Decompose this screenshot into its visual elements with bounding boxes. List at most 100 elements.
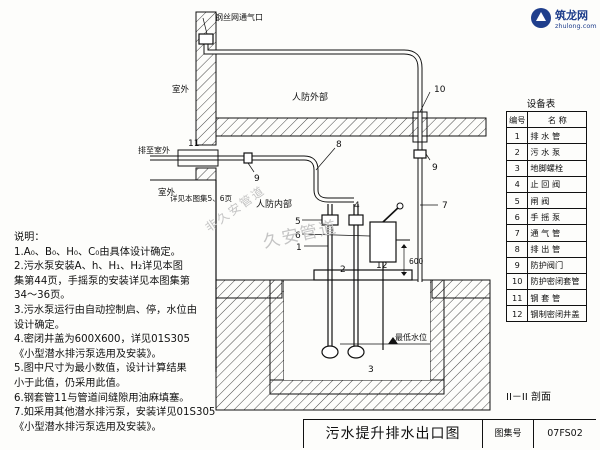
row-number: 4 [505,175,529,193]
row-name: 钢 套 管 [527,289,588,307]
outer-wall-lower [195,167,217,181]
notes-line: 集第44页，手摇泵的安装详见本图集第 [14,275,190,287]
logo-site: zhulong.com [555,22,597,30]
row-name: 排 水 管 [527,127,588,145]
callout-6: 6 [295,231,301,241]
label-outdoor-a: 室外 [172,84,190,95]
row-name: 防护阀门 [527,256,588,274]
row-name: 通 气 管 [527,224,588,242]
row-number: 1 [505,127,529,145]
label-low-water: 最低水位 [395,332,427,342]
equipment-table-title: 设备表 [526,99,556,110]
row-number: 6 [505,208,529,226]
notes-heading: 说明： [14,232,45,243]
valve-9-vent [413,149,427,159]
roof-slab [215,117,487,137]
foundation [215,297,491,411]
row-name: 防护密闭套管 [527,272,588,291]
col-number: 编号 [505,110,529,129]
vent-cap [198,33,214,45]
site-logo: 筑龙网 zhulong.com [530,4,597,34]
row-name: 污 水 泵 [527,143,588,161]
row-number: 10 [505,272,529,291]
row-number: 2 [505,143,529,161]
valve-9-discharge [243,152,253,164]
pit-wall-left [269,279,285,381]
callout-leaders [247,91,438,247]
check-valve-4 [348,214,364,226]
drawing-title: 污水提升排水出口图 [304,420,483,448]
callout-11: 11 [188,139,199,149]
notes-line: 2.污水泵安装A、h、H₁、H₂详见本图 [14,261,183,273]
notes-line: 1.A₀、B₀、H₀、C₀由具体设计确定。 [14,246,181,258]
label-section: II－II 剖面 [506,390,551,403]
notes-line: 《小型潜水排污泵选用及安装》。 [14,421,162,433]
callout-1: 1 [296,243,302,253]
row-number: 3 [505,159,529,177]
callout-9b: 9 [432,163,438,173]
notes-line: 《小型潜水排污泵选用及安装》。 [14,348,162,360]
row-number: 8 [505,240,529,258]
notes-line: 3.污水泵运行由自动控制启、停，水位由 [14,304,197,316]
atlas-number-label: 图集号 [483,420,534,448]
notes-line: 7.如采用其他潜水排污泵，安装详见01S305 [14,407,216,419]
callout-3: 3 [368,365,374,375]
logo-icon [531,8,551,28]
logo-name: 筑龙网 [555,9,588,22]
pit-wall-right [429,279,445,381]
label-vent-cap: 钢丝网通气口 [215,12,263,22]
row-number: 12 [505,305,529,323]
callout-numbers: 10 8 9 5 6 1 9 7 2 4 3 11 12 [188,85,448,375]
row-number: 5 [505,191,529,210]
pump-2-a [321,345,339,359]
col-name: 名 称 [527,110,588,129]
callout-9a: 9 [254,174,260,184]
pit-bottom [269,379,445,395]
label-outside-zone: 人防外部 [292,91,328,103]
notes-line: 5.图中尺寸为最小数值，设计计算结果 [14,363,187,375]
callout-5: 5 [295,217,301,227]
callout-10: 10 [434,85,446,95]
pit-cover [313,269,413,281]
notes-line: 6.钢套管11与管道间缝隙用油麻填塞。 [14,392,190,404]
label-inside-zone: 人防内部 [256,198,292,210]
notes-line: 34～36页。 [14,290,71,302]
notes-line: 设计确定。 [14,319,65,331]
label-dim-600: 600 [409,257,424,266]
notes: 说明： 1.A₀、B₀、H₀、C₀由具体设计确定。 2.污水泵安装A、h、H₁、… [14,231,229,435]
pit-interior [284,280,430,380]
label-see-ref: 详见本图集5、6页 [170,193,233,203]
notes-line: 小于此值，仍采用此值。 [14,377,127,389]
callout-2: 2 [340,265,346,275]
row-number: 9 [505,256,529,274]
row-name: 钢制密闭井盖 [527,305,588,323]
callout-4: 4 [354,201,360,211]
atlas-number: 07FS02 [547,428,583,439]
hand-pump-6 [369,221,397,263]
table-header-row: 编号 名 称 [505,110,588,129]
callout-12: 12 [376,261,387,271]
notes-line: 4.密闭井盖为600X600，详见01S305 [14,334,190,346]
callout-8: 8 [336,140,342,150]
row-number: 11 [505,289,529,307]
row-name: 止 回 阀 [527,175,588,193]
row-name: 闸 阀 [527,191,588,210]
title-block: 污水提升排水出口图 图集号 07FS02 [303,419,596,448]
row-name: 地脚螺栓 [527,159,588,177]
row-name: 排 出 管 [527,240,588,258]
label-discharge-outdoor: 排至室外 [138,145,170,155]
